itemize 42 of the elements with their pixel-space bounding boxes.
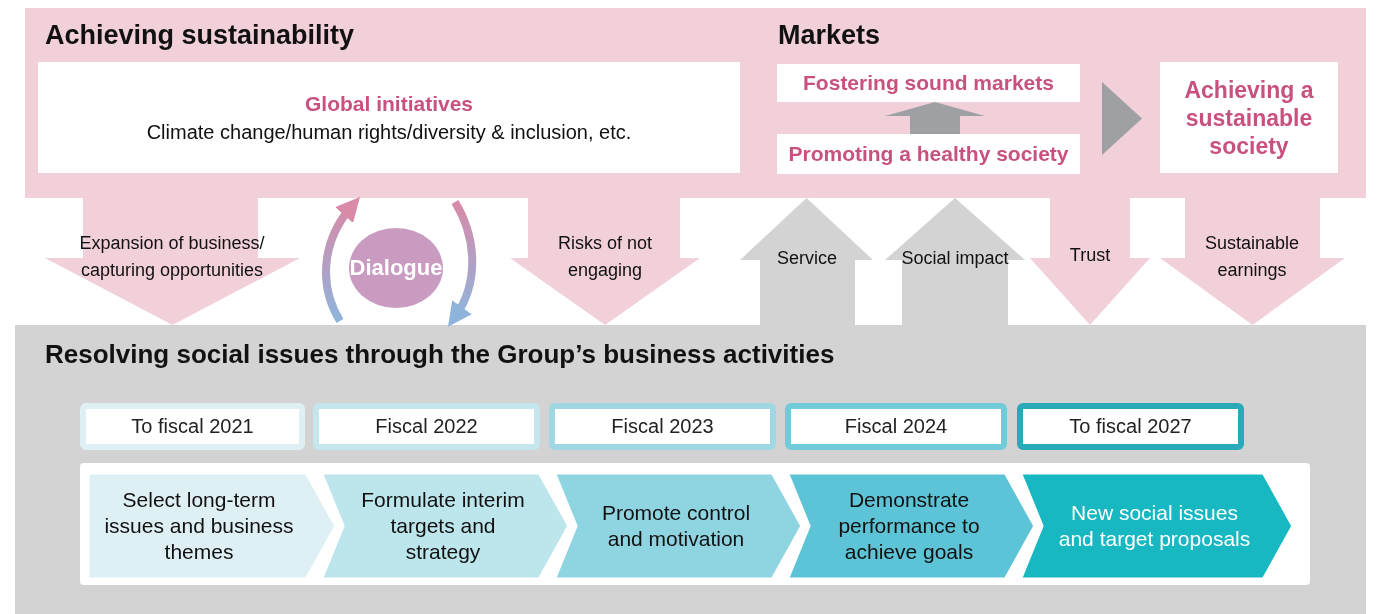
block-arrow <box>885 102 985 134</box>
edge-label: Sustainable earnings <box>1203 232 1301 282</box>
year-tab: Fiscal 2022 <box>313 403 540 450</box>
year-tab: Fiscal 2024 <box>785 403 1007 450</box>
edge-label: Social impact <box>900 247 1010 270</box>
block-arrow <box>740 198 873 325</box>
edge-label: Expansion of business/ capturing opportunities <box>78 232 266 282</box>
edge-label: Service <box>776 247 838 270</box>
box-heading: Global initiatives <box>304 90 473 117</box>
step-text: Demonstrate performance to achieve goals <box>837 487 981 565</box>
bottom-band <box>15 325 1366 614</box>
step-text: New social issues and target proposals <box>1057 500 1252 552</box>
box-heading: Promoting a healthy society <box>788 141 1069 167</box>
step-text: Select long-term issues and business themes <box>103 487 295 565</box>
block-arrow <box>885 198 1025 325</box>
block-arrow <box>1030 198 1150 325</box>
process-step <box>87 472 337 580</box>
goal-box <box>1160 62 1338 173</box>
market-box <box>777 64 1080 102</box>
dialogue-ellipse: Dialogue <box>349 228 443 308</box>
step-text: Formulate interim targets and strategy <box>360 487 526 565</box>
box-heading: Fostering sound markets <box>803 70 1054 96</box>
year-tab: Fiscal 2023 <box>549 403 776 450</box>
section-heading: Achieving sustainability <box>45 20 355 51</box>
cycle-arrow <box>448 200 477 328</box>
block-arrow <box>45 198 300 325</box>
year-tab: To fiscal 2027 <box>1017 403 1244 450</box>
block-arrow <box>510 198 700 325</box>
cycle-arrow <box>322 196 360 323</box>
section-heading: Markets <box>778 20 881 51</box>
step-text: Promote control and motivation <box>600 500 752 552</box>
block-arrow <box>1160 198 1345 325</box>
initiative-box <box>38 62 740 173</box>
triangle-arrow <box>1102 82 1142 155</box>
section-heading: Resolving social issues through the Group’s business activities <box>45 339 835 370</box>
market-box <box>777 134 1080 174</box>
top-band <box>25 8 1366 198</box>
edge-label: Risks of not engaging <box>556 232 653 282</box>
box-text: Climate change/human rights/diversity & inclusion, etc. <box>146 119 632 145</box>
edge-label: Trust <box>1068 244 1112 267</box>
year-tab: To fiscal 2021 <box>80 403 305 450</box>
box-heading: Achieving a sustainable society <box>1183 75 1315 160</box>
